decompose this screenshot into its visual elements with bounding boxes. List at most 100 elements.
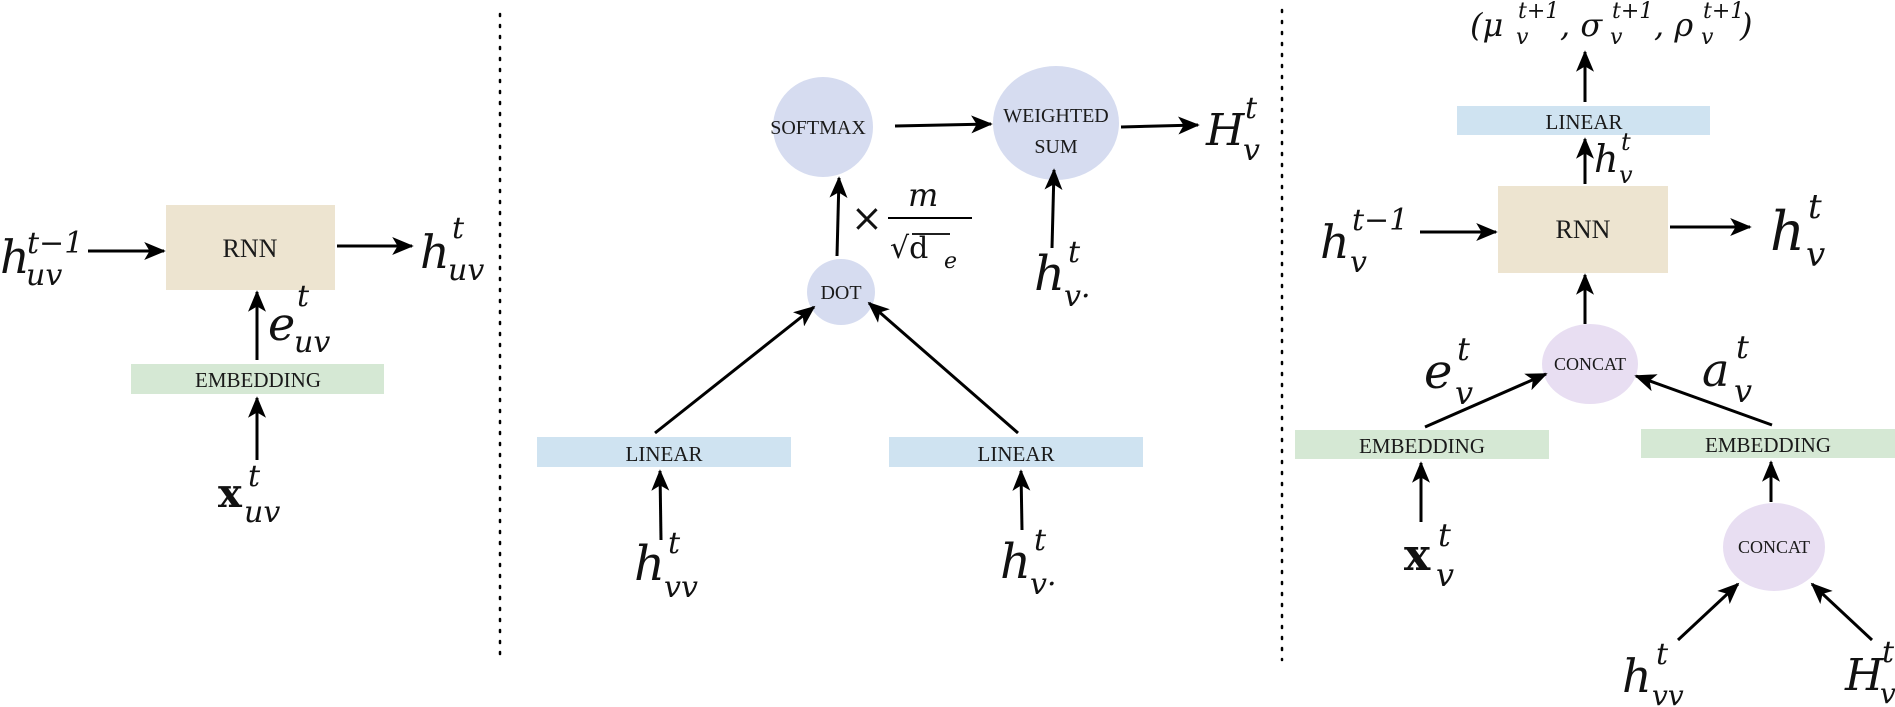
- arrow-h-to-weighted: [1044, 168, 1063, 249]
- linear-label-right: LINEAR: [978, 442, 1055, 466]
- svg-text:v: v: [1436, 556, 1454, 594]
- embedding-box-right: [1641, 429, 1895, 458]
- svg-text:x: x: [218, 470, 243, 517]
- math-h-uv-t: h t uv: [420, 211, 484, 288]
- svg-text:H: H: [1205, 105, 1246, 156]
- math-output-tuple: (μ t+1 v , σ t+1 v , ρ t+1 v ): [1470, 0, 1752, 50]
- arrow-weighted-to-H: [1120, 116, 1200, 135]
- math-h-vv-t: h t vv: [634, 526, 698, 605]
- embedding-label-right: EMBEDDING: [1705, 433, 1831, 457]
- softmax-node: [773, 77, 873, 177]
- arrow-emb-left-to-concat: [1424, 372, 1548, 429]
- math-h-v-t-large: h t v: [1770, 187, 1825, 275]
- svg-text:t+1: t+1: [1612, 0, 1653, 24]
- svg-text:H: H: [1844, 650, 1885, 701]
- arrow-h-vdot-to-linear: [1012, 469, 1031, 531]
- svg-text:v: v: [1455, 374, 1473, 412]
- svg-text:v: v: [1516, 25, 1529, 50]
- math-h-vdot-t-top: h t v·: [1034, 235, 1090, 314]
- math-h-uv-t-minus-1: h t−1 uv: [0, 226, 83, 293]
- svg-text:m: m: [908, 176, 938, 214]
- rnn-box: [166, 205, 335, 290]
- svg-text:t: t: [1882, 635, 1895, 670]
- svg-text:e: e: [944, 249, 957, 274]
- arrow-softmax-to-weighted: [894, 115, 993, 134]
- svg-text:×: ×: [851, 196, 883, 240]
- svg-text:√d: √d: [890, 231, 928, 266]
- embedding-label-left: EMBEDDING: [1359, 434, 1485, 458]
- math-h-v-t-minus-1: h t−1 v: [1320, 203, 1408, 280]
- svg-text:t: t: [248, 459, 261, 494]
- svg-text:h: h: [420, 225, 450, 279]
- concat-label-lower: CONCAT: [1738, 537, 1810, 557]
- svg-text:uv: uv: [294, 325, 330, 360]
- weighted-label-line1: WEIGHTED: [1003, 105, 1109, 127]
- svg-text:v·: v·: [1064, 279, 1090, 314]
- svg-text:t: t: [1621, 128, 1631, 156]
- panel-attention: SOFTMAX WEIGHTED SUM DOT LINEAR LINEAR ×…: [537, 66, 1260, 605]
- svg-text:v: v: [1880, 677, 1895, 707]
- arrow-H-to-concat: [1810, 582, 1874, 642]
- svg-text:): ): [1739, 6, 1752, 44]
- svg-text:h: h: [1770, 200, 1805, 263]
- concat-label-upper: CONCAT: [1554, 354, 1626, 374]
- svg-text:h: h: [0, 230, 30, 284]
- linear-box-top: [1457, 106, 1710, 135]
- linear-box-left: [537, 437, 791, 467]
- math-a-v-t: a t v: [1702, 328, 1752, 410]
- svg-text:t: t: [1245, 91, 1258, 126]
- embedding-box-left: [1295, 430, 1549, 459]
- panel-rnn-attention: LINEAR RNN CONCAT EMBEDDING EMBEDDING CO…: [1295, 0, 1895, 707]
- math-x-v-t: x t v: [1404, 516, 1454, 594]
- svg-text:v: v: [1806, 235, 1825, 275]
- weighted-sum-node: [993, 66, 1119, 180]
- svg-text:t: t: [1034, 523, 1047, 558]
- rnn-box-right: [1498, 186, 1668, 273]
- math-H-v-t-right: H t v: [1844, 635, 1895, 707]
- svg-text:v: v: [1610, 25, 1623, 50]
- weighted-label-line2: SUM: [1034, 136, 1078, 158]
- svg-text:h: h: [1034, 246, 1065, 302]
- svg-text:h: h: [1622, 649, 1652, 703]
- math-e-uv-t: e t uv: [268, 279, 330, 360]
- svg-text:t: t: [1736, 328, 1749, 366]
- svg-text:v: v: [1701, 25, 1714, 50]
- svg-text:vv: vv: [664, 570, 698, 605]
- arrow-emb-right-to-concat: [1634, 374, 1773, 427]
- arrow-h-vv-to-linear: [651, 469, 670, 541]
- svg-text:x: x: [1404, 530, 1431, 581]
- arrow-linear-left-to-dot: [654, 305, 816, 435]
- embedding-label: EMBEDDING: [195, 368, 321, 392]
- svg-text:v: v: [1619, 161, 1633, 189]
- arrow-dot-to-softmax: [829, 176, 848, 257]
- linear-label-top: LINEAR: [1546, 110, 1623, 134]
- rnn-label-right: RNN: [1556, 215, 1611, 244]
- arrow-linear-right-to-dot: [867, 301, 1019, 435]
- svg-text:t: t: [1438, 516, 1451, 554]
- svg-text:e: e: [1424, 344, 1452, 400]
- svg-text:e: e: [268, 297, 295, 351]
- svg-text:h: h: [1594, 137, 1618, 181]
- svg-text:(μ: (μ: [1470, 6, 1503, 44]
- svg-text:t+1: t+1: [1703, 0, 1744, 24]
- svg-text:v: v: [1734, 372, 1752, 410]
- math-h-vdot-t-bottom: h t v·: [1000, 523, 1056, 602]
- math-h-v-t-small: h t v: [1594, 128, 1633, 189]
- linear-box-right: [889, 437, 1143, 467]
- svg-text:v: v: [1243, 133, 1260, 168]
- svg-text:t: t: [297, 279, 310, 314]
- svg-text:a: a: [1702, 343, 1729, 397]
- dot-node: [807, 259, 875, 325]
- svg-text:v·: v·: [1030, 567, 1056, 602]
- dot-label: DOT: [820, 282, 861, 304]
- svg-text:uv: uv: [244, 495, 280, 530]
- svg-text:t: t: [1457, 330, 1470, 368]
- embedding-box: [131, 364, 384, 394]
- math-e-v-t: e t v: [1424, 330, 1473, 412]
- svg-text:t: t: [1656, 637, 1669, 672]
- svg-text:h: h: [1000, 534, 1031, 590]
- svg-text:uv: uv: [448, 253, 484, 288]
- svg-text:uv: uv: [26, 258, 62, 293]
- svg-text:t−1: t−1: [1352, 203, 1408, 238]
- rnn-label: RNN: [223, 234, 278, 263]
